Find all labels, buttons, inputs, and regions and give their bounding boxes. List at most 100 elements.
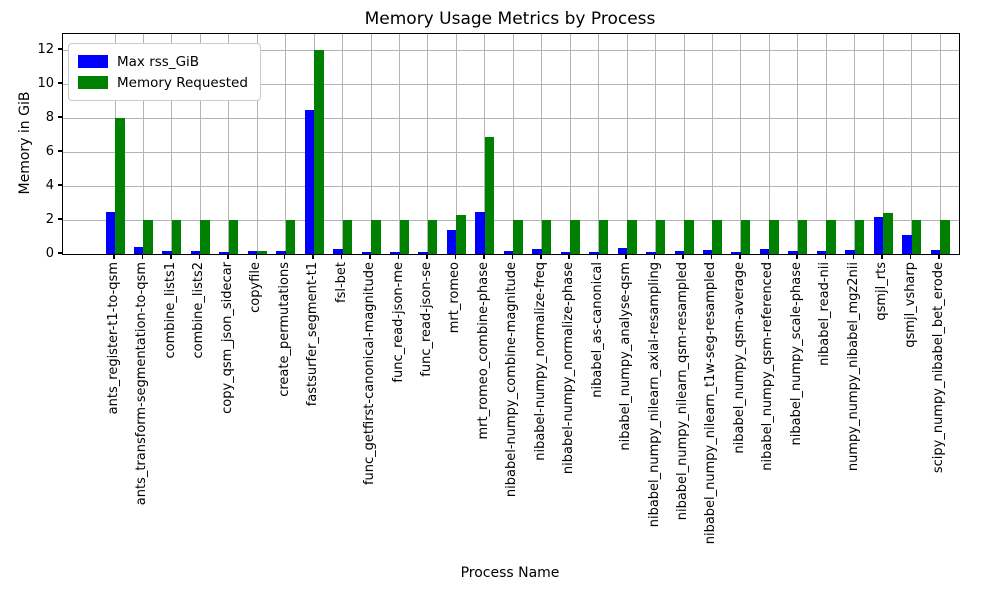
x-tick-mark xyxy=(426,254,428,259)
x-tick-mark xyxy=(283,254,286,259)
x-tick-label: qsmjl_vsharp xyxy=(902,262,918,348)
x-tick-mark xyxy=(113,254,115,259)
x-tick-label: mrt_romeo xyxy=(447,262,463,334)
y-tick-label: 10 xyxy=(37,75,54,91)
bar-memory-requested xyxy=(456,214,466,254)
y-tick-mark xyxy=(58,150,62,152)
y-tick-mark xyxy=(58,184,62,186)
gridline-x xyxy=(370,34,372,254)
gridline-x xyxy=(455,34,457,254)
gridline-y-2 xyxy=(63,219,959,221)
x-tick-label: qsmjl_rts xyxy=(874,262,890,321)
bar-max-rss xyxy=(333,248,343,254)
x-tick-label: nibabel_as-canonical xyxy=(589,262,605,398)
bar-max-rss xyxy=(873,216,884,254)
y-tick-label: 6 xyxy=(45,143,54,159)
x-tick-label: fsl-bet xyxy=(333,262,349,303)
bar-memory-requested xyxy=(911,220,922,254)
x-tick-mark xyxy=(767,254,770,259)
bar-max-rss xyxy=(759,248,770,254)
x-tick-mark xyxy=(824,254,826,259)
bar-memory-requested xyxy=(342,220,353,254)
x-tick-mark xyxy=(511,254,514,259)
bar-memory-requested xyxy=(200,220,210,254)
x-tick-mark xyxy=(938,254,940,259)
x-tick-mark xyxy=(625,254,627,259)
gridline-x xyxy=(598,34,600,254)
bar-memory-requested xyxy=(826,220,836,254)
gridline-x xyxy=(655,34,657,254)
bar-memory-requested xyxy=(399,220,409,254)
x-tick-label: fastsurfer_segment-t1 xyxy=(305,262,321,407)
legend-label-memory-requested: Memory Requested xyxy=(117,74,248,91)
bar-max-rss xyxy=(190,250,201,254)
plot-area xyxy=(62,33,960,255)
y-tick-mark xyxy=(58,48,62,50)
x-tick-label: nibabel-numpy_combine-magnitude xyxy=(504,262,520,498)
x-tick-label: nibabel_read-nii xyxy=(817,262,833,366)
legend-label-max-rss: Max rss_GiB xyxy=(117,53,200,70)
bar-memory-requested xyxy=(655,220,666,254)
x-tick-mark xyxy=(540,254,542,259)
bar-memory-requested xyxy=(797,220,808,254)
bar-max-rss xyxy=(304,110,315,254)
gridline-x xyxy=(882,34,884,254)
y-tick-label: 4 xyxy=(45,177,54,193)
gridline-x xyxy=(911,34,913,254)
gridline-x xyxy=(854,34,856,254)
x-tick-label: nibabel_numpy_analyse-qsm xyxy=(618,262,634,451)
x-tick-label: nibabel_numpy_qsm-average xyxy=(731,262,747,454)
y-tick-mark xyxy=(58,116,62,118)
gridline-x xyxy=(171,34,173,254)
bar-memory-requested xyxy=(712,220,722,254)
x-tick-mark xyxy=(340,254,343,259)
bar-max-rss xyxy=(674,250,684,254)
x-tick-label: combine_lists1 xyxy=(162,262,178,359)
x-tick-label: nibabel_numpy_nilearn_t1w-seg-resampled xyxy=(703,262,719,545)
bar-memory-requested xyxy=(883,213,893,254)
bar-max-rss xyxy=(446,230,457,254)
legend-entry-max-rss: Max rss_GiB xyxy=(78,51,248,72)
x-tick-label: nibabel_numpy_nilearn_axial-resampling xyxy=(646,262,662,528)
bar-max-rss xyxy=(560,251,571,254)
gridline-y-4 xyxy=(63,185,959,187)
bar-memory-requested xyxy=(371,220,381,254)
x-tick-label: nibabel_numpy_scale-phase xyxy=(788,262,804,446)
bar-memory-requested xyxy=(854,220,865,254)
bar-memory-requested xyxy=(598,220,609,254)
bar-max-rss xyxy=(162,250,172,254)
bar-max-rss xyxy=(646,251,656,254)
bar-memory-requested xyxy=(285,220,296,254)
x-tick-mark xyxy=(852,254,855,259)
x-tick-mark xyxy=(483,254,485,259)
bar-max-rss xyxy=(788,251,798,254)
bar-memory-requested xyxy=(570,220,580,254)
x-tick-mark xyxy=(227,254,229,259)
legend-entry-memory-requested: Memory Requested xyxy=(78,72,248,93)
x-tick-label: nibabel-numpy_normalize-freq xyxy=(532,262,548,461)
bar-max-rss xyxy=(702,249,713,254)
x-tick-mark xyxy=(312,254,314,259)
x-tick-mark xyxy=(454,254,457,259)
bar-max-rss xyxy=(247,250,258,254)
gridline-x xyxy=(626,34,628,254)
y-tick-label: 0 xyxy=(45,245,54,261)
gridline-y-8 xyxy=(63,117,959,119)
gridline-x xyxy=(825,34,827,254)
bar-max-rss xyxy=(133,247,144,254)
bar-memory-requested xyxy=(627,220,637,254)
gridline-x xyxy=(939,34,941,254)
x-tick-label: combine_lists2 xyxy=(191,262,207,359)
y-tick-label: 8 xyxy=(45,109,54,125)
bar-memory-requested xyxy=(257,250,267,254)
bar-memory-requested xyxy=(769,220,779,254)
x-tick-label: ants_transform-segmentation-to-qsm xyxy=(134,262,150,506)
bar-memory-requested xyxy=(228,220,239,254)
bar-max-rss xyxy=(503,250,514,254)
legend-swatch-memory-requested xyxy=(78,76,108,89)
bar-memory-requested xyxy=(684,220,694,254)
bar-memory-requested xyxy=(143,220,153,254)
x-tick-mark xyxy=(710,254,713,259)
bar-memory-requested xyxy=(541,220,552,254)
